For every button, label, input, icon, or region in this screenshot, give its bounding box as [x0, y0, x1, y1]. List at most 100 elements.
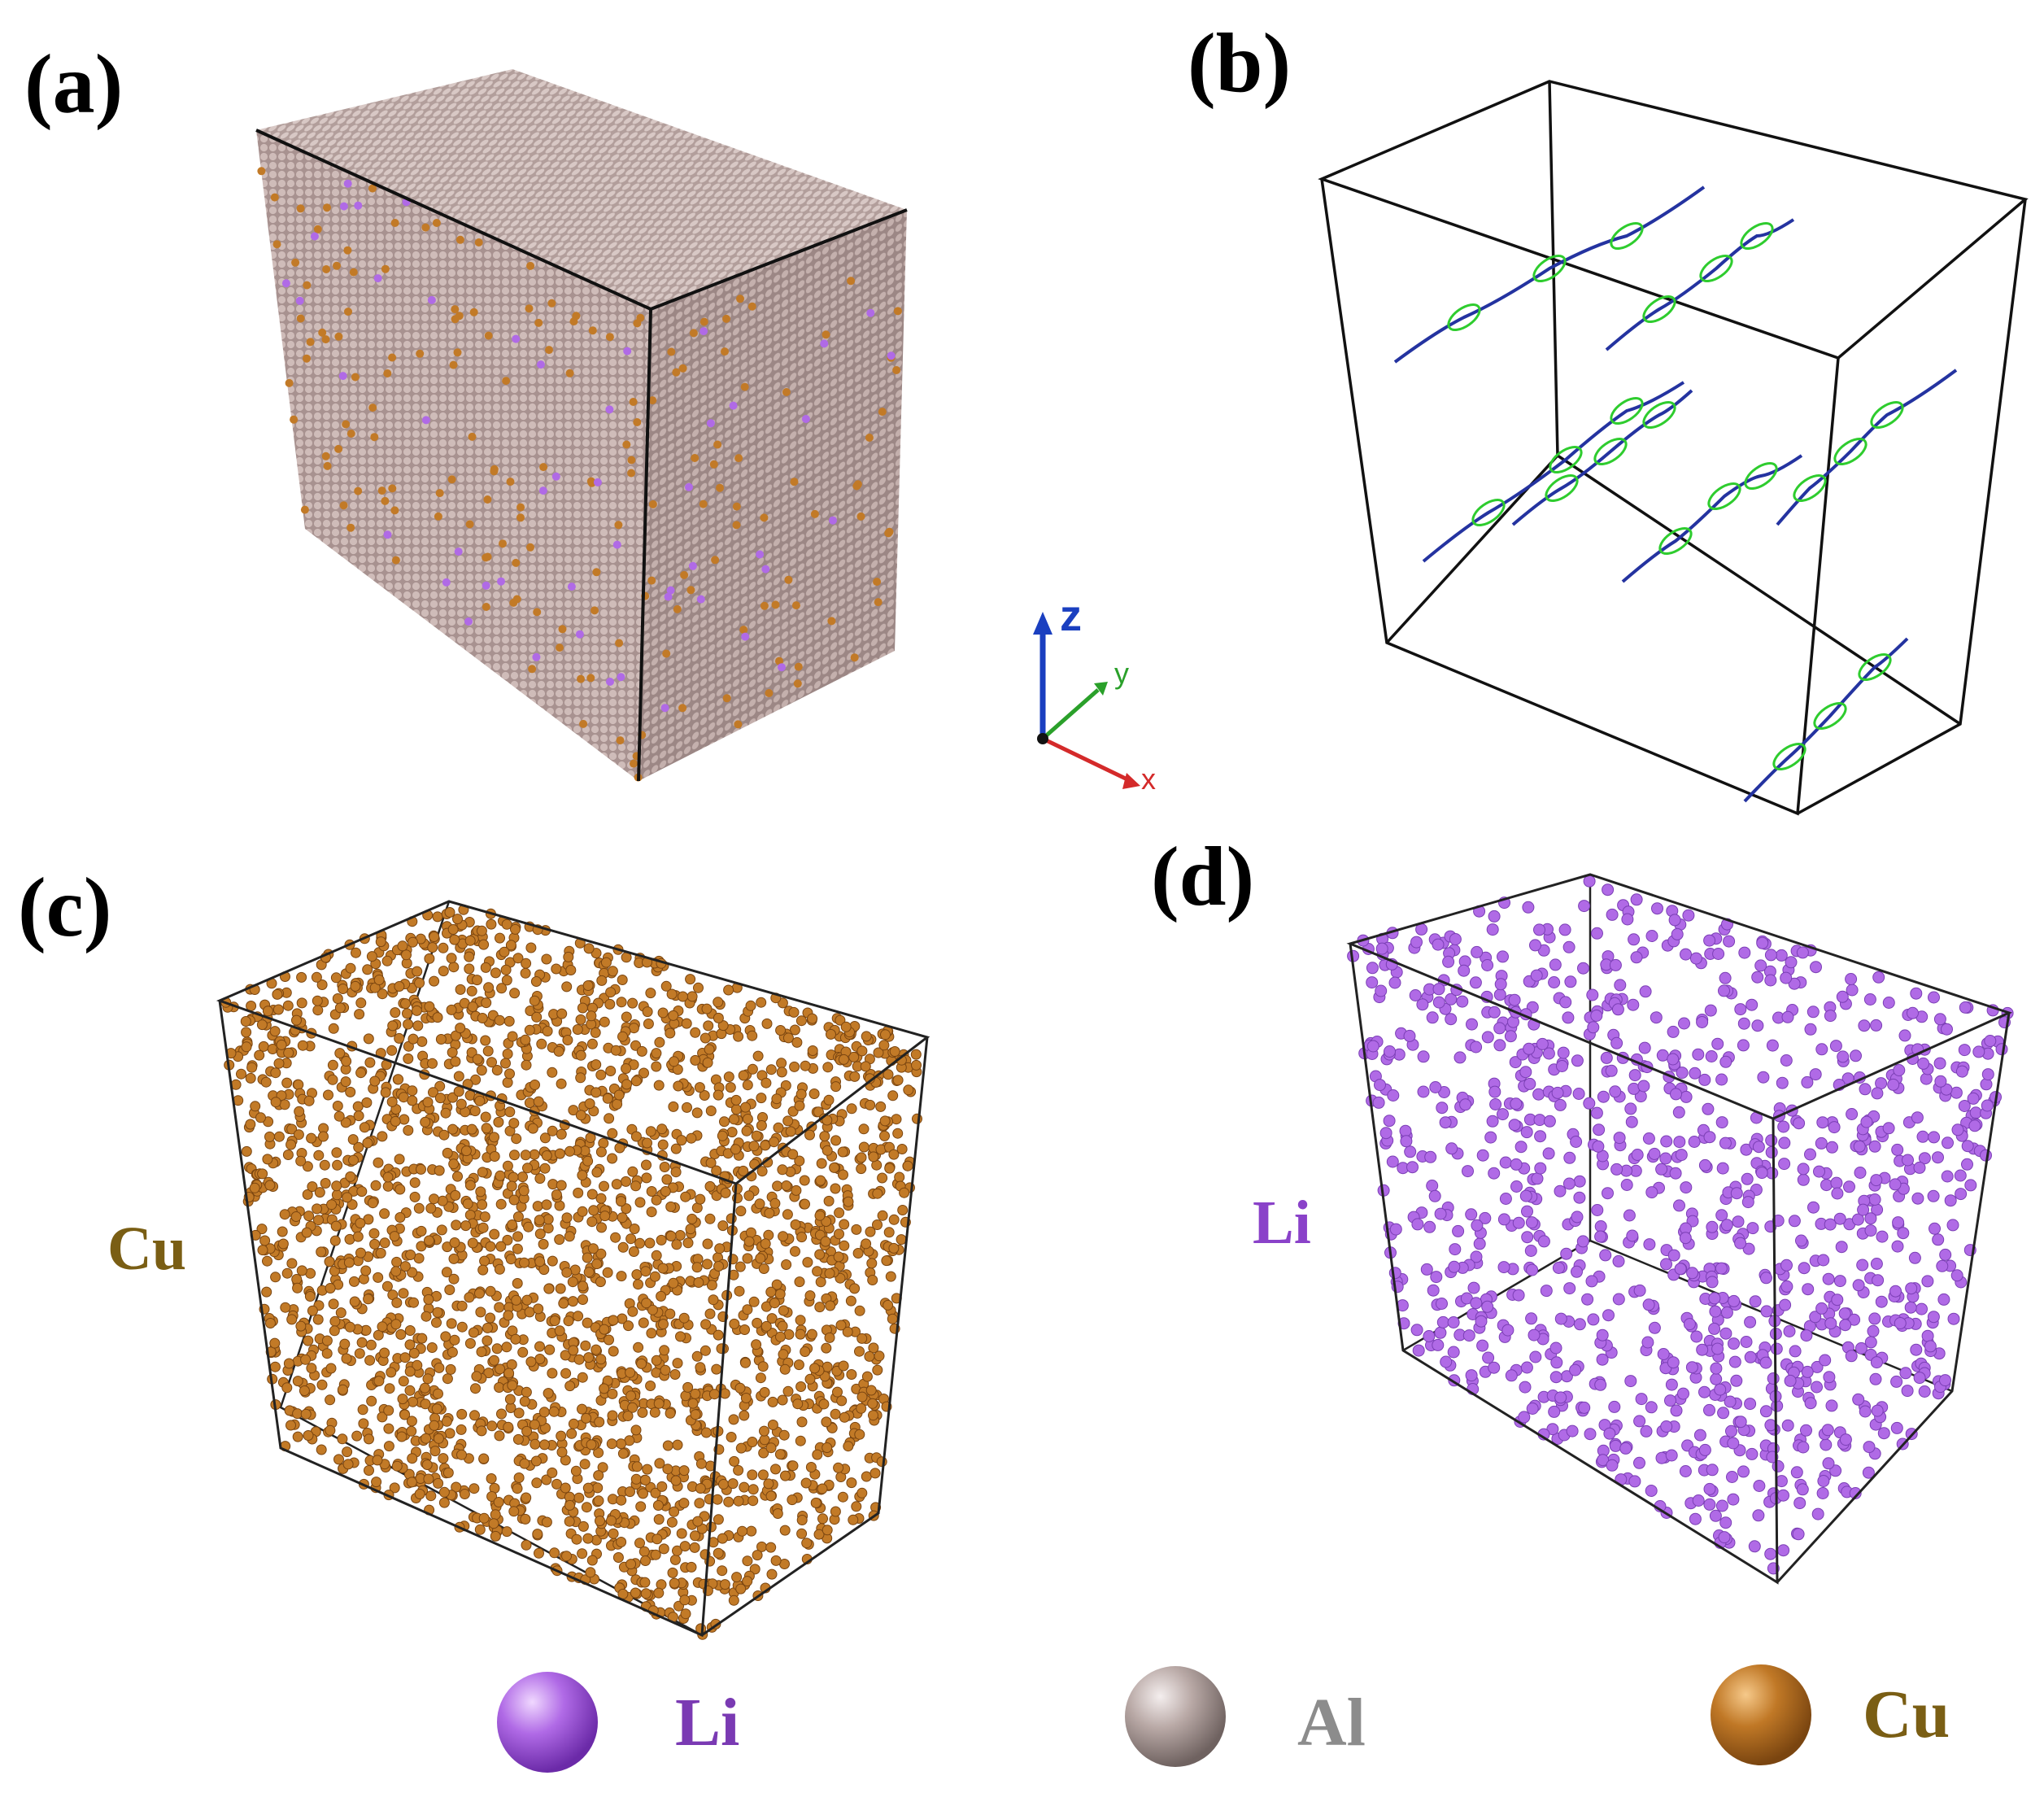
a-cu-atom [381, 264, 390, 273]
a-cu-atom [449, 360, 458, 369]
cu-atom [373, 1376, 385, 1387]
li-atom [1406, 1161, 1419, 1174]
cu-atom [723, 1071, 734, 1083]
cu-atom [787, 1494, 798, 1506]
li-atom [1751, 1019, 1764, 1032]
cu-atom [842, 1326, 853, 1337]
cu-atom [276, 1039, 287, 1050]
li-atom [1829, 1040, 1842, 1053]
cu-atom [480, 1035, 491, 1046]
li-atom [1826, 1141, 1838, 1154]
a-cu-atom [592, 568, 601, 577]
a-li-atom [801, 415, 810, 423]
cu-atom [573, 1311, 584, 1322]
cu-atom [412, 1020, 424, 1032]
cu-atom [427, 942, 438, 953]
li-atom [1366, 962, 1379, 975]
cu-atom [695, 1458, 707, 1469]
a-cu-atom [847, 277, 856, 286]
cu-atom [856, 1333, 868, 1344]
a-li-atom [696, 595, 705, 604]
cu-atom [488, 1518, 499, 1529]
cu-atom [607, 1128, 618, 1139]
li-atom [1955, 1065, 1968, 1078]
cu-atom [780, 1470, 791, 1481]
cu-atom [765, 1286, 777, 1298]
cu-atom [577, 1206, 588, 1217]
cu-atom [630, 1587, 641, 1599]
cu-atom [833, 1251, 844, 1263]
cu-atom [279, 1209, 290, 1220]
cu-atom [830, 1081, 842, 1093]
cu-atom [369, 1238, 381, 1250]
cu-atom [539, 1163, 551, 1174]
cu-atom [599, 1324, 610, 1335]
cu-atom [269, 1026, 281, 1037]
a-cu-atom [648, 500, 657, 508]
li-atom [1488, 1085, 1501, 1098]
li-atom [1439, 1116, 1452, 1129]
cu-atom [325, 1424, 336, 1436]
cu-atom [587, 1243, 599, 1254]
cu-atom [280, 1302, 291, 1313]
li-atom [1603, 1427, 1616, 1440]
a-cu-atom [856, 512, 865, 521]
cu-atom [258, 1040, 269, 1052]
cu-atom [864, 1350, 875, 1362]
cu-atom [680, 1191, 691, 1202]
cu-atom [641, 1172, 652, 1184]
cu-atom [316, 1444, 327, 1455]
li-atom [1719, 1136, 1732, 1150]
cu-atom [702, 1238, 713, 1250]
li-atom [1797, 1173, 1810, 1186]
cu-atom [486, 918, 497, 930]
cu-atom [521, 1294, 533, 1306]
li-atom [1587, 1313, 1600, 1326]
partial-dislocation-loop [1471, 498, 1506, 527]
cu-atom [575, 1014, 586, 1025]
cu-atom [669, 1554, 681, 1565]
cu-atom [448, 962, 460, 973]
li-atom [1753, 1480, 1766, 1492]
a-cu-atom [850, 653, 859, 662]
li-atom [1734, 1003, 1747, 1016]
cu-atom [334, 1048, 346, 1059]
li-atom [1905, 1282, 1918, 1295]
cu-atom [713, 1089, 724, 1101]
cu-atom [501, 1526, 512, 1538]
li-atom [1501, 1324, 1514, 1337]
cu-atom [595, 1516, 605, 1526]
cu-atom [694, 1498, 705, 1509]
cu-atom [595, 1193, 607, 1204]
li-atom [1375, 984, 1388, 997]
cu-atom [676, 1135, 687, 1146]
box-a-side-face [638, 210, 907, 781]
li-atom [1614, 979, 1627, 992]
cu-atom [830, 1506, 841, 1517]
cu-atom [887, 1313, 898, 1324]
cu-atom [449, 934, 460, 945]
y-axis-arrowhead [1094, 682, 1108, 696]
li-atom [1660, 1135, 1673, 1148]
cu-atom [586, 1555, 598, 1566]
li-atom [1783, 1325, 1796, 1337]
cu-atom [504, 1394, 516, 1405]
cu-atom [769, 1198, 781, 1209]
cu-atom [656, 1123, 668, 1135]
cu-atom [434, 1165, 445, 1176]
li-atom [1696, 1343, 1709, 1356]
cu-atom [486, 1491, 498, 1502]
li-atom [1846, 1108, 1859, 1120]
li-atom [1639, 985, 1652, 998]
cu-atom [690, 1409, 701, 1420]
cu-atom [520, 967, 531, 979]
cu-atom [414, 977, 425, 988]
cu-atom [423, 1293, 434, 1305]
cu-atom [572, 1024, 583, 1035]
li-atom [1549, 1341, 1562, 1355]
li-atom [1946, 1219, 1959, 1232]
cu-atom [339, 1338, 351, 1350]
cu-atom [903, 1084, 914, 1096]
cu-atom [758, 1263, 769, 1274]
cu-atom [686, 991, 698, 1002]
